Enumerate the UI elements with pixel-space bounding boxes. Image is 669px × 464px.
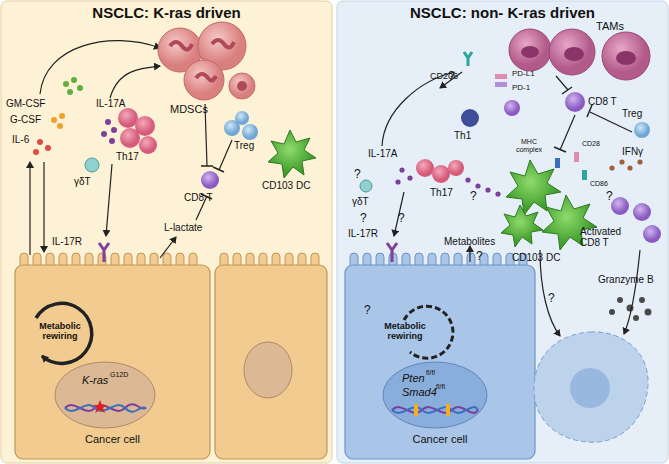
panel-title: NSCLC: K-ras driven xyxy=(0,0,333,22)
panel-title: NSCLC: non- K-ras driven xyxy=(336,0,669,22)
label-text: IL-17A xyxy=(368,148,397,159)
label-text: Smad4 xyxy=(402,386,437,398)
cancer-cell: Cancer cell xyxy=(15,265,210,459)
label-text: PD-L1 xyxy=(512,70,535,79)
label-text: Th17 xyxy=(116,151,139,162)
label-text: IL-17A xyxy=(96,98,125,109)
label-text: γδT xyxy=(352,196,369,207)
label-text: ? xyxy=(470,190,477,203)
label-text: GM-CSF xyxy=(6,98,45,109)
cancer-cell: Cancer cell xyxy=(345,265,535,459)
label-text: G-CSF xyxy=(10,114,41,125)
label-text: Treg xyxy=(234,140,254,151)
label-text: γδT xyxy=(74,176,91,187)
label-text: Pten xyxy=(402,372,425,384)
label-text: Th1 xyxy=(454,130,471,141)
label-text: IL-17R xyxy=(52,236,82,247)
label-text: CD86 xyxy=(590,180,608,188)
label-text: MDSCs xyxy=(170,103,208,115)
label-text: CD103 DC xyxy=(512,252,560,263)
label-text: Treg xyxy=(622,108,642,119)
label-text: ? xyxy=(548,292,555,305)
label-text: fl/fl xyxy=(426,369,435,377)
label-text: IFNγ xyxy=(622,146,643,157)
label-text: L-lactate xyxy=(164,222,202,233)
label-text: Metabolic rewiring xyxy=(378,322,432,342)
label-text: ? xyxy=(448,70,455,83)
label-text: ? xyxy=(606,190,613,203)
label-text: CD8 T xyxy=(184,192,213,203)
label-text: ? xyxy=(476,250,483,263)
label-text: ? xyxy=(398,212,405,225)
label-text: ? xyxy=(364,304,371,317)
label-text: Activated CD8 T xyxy=(580,226,632,248)
label-text: Th17 xyxy=(430,187,453,198)
label-text: G12D xyxy=(110,371,128,379)
label-text: MHC complex xyxy=(512,138,546,153)
label-text: ? xyxy=(354,168,361,181)
label-text: IL-17R xyxy=(348,228,378,239)
label-text: Granzyme B xyxy=(598,274,654,285)
label-text: IL-6 xyxy=(12,134,29,145)
label-text: TAMs xyxy=(596,20,624,32)
label-text: ? xyxy=(360,212,367,225)
label-text: PD-1 xyxy=(512,84,530,93)
label-text: CD8 T xyxy=(588,96,617,107)
label-text: CD103 DC xyxy=(262,180,310,191)
label-text: fl/fl xyxy=(436,383,445,391)
label-text: CD28 xyxy=(582,140,600,148)
cell-label: Cancer cell xyxy=(412,433,467,445)
cell-label: Cancer cell xyxy=(85,433,140,445)
label-text: Metabolites xyxy=(444,236,495,247)
label-text: K-ras xyxy=(82,374,108,386)
label-text: Metabolic rewiring xyxy=(35,322,85,342)
